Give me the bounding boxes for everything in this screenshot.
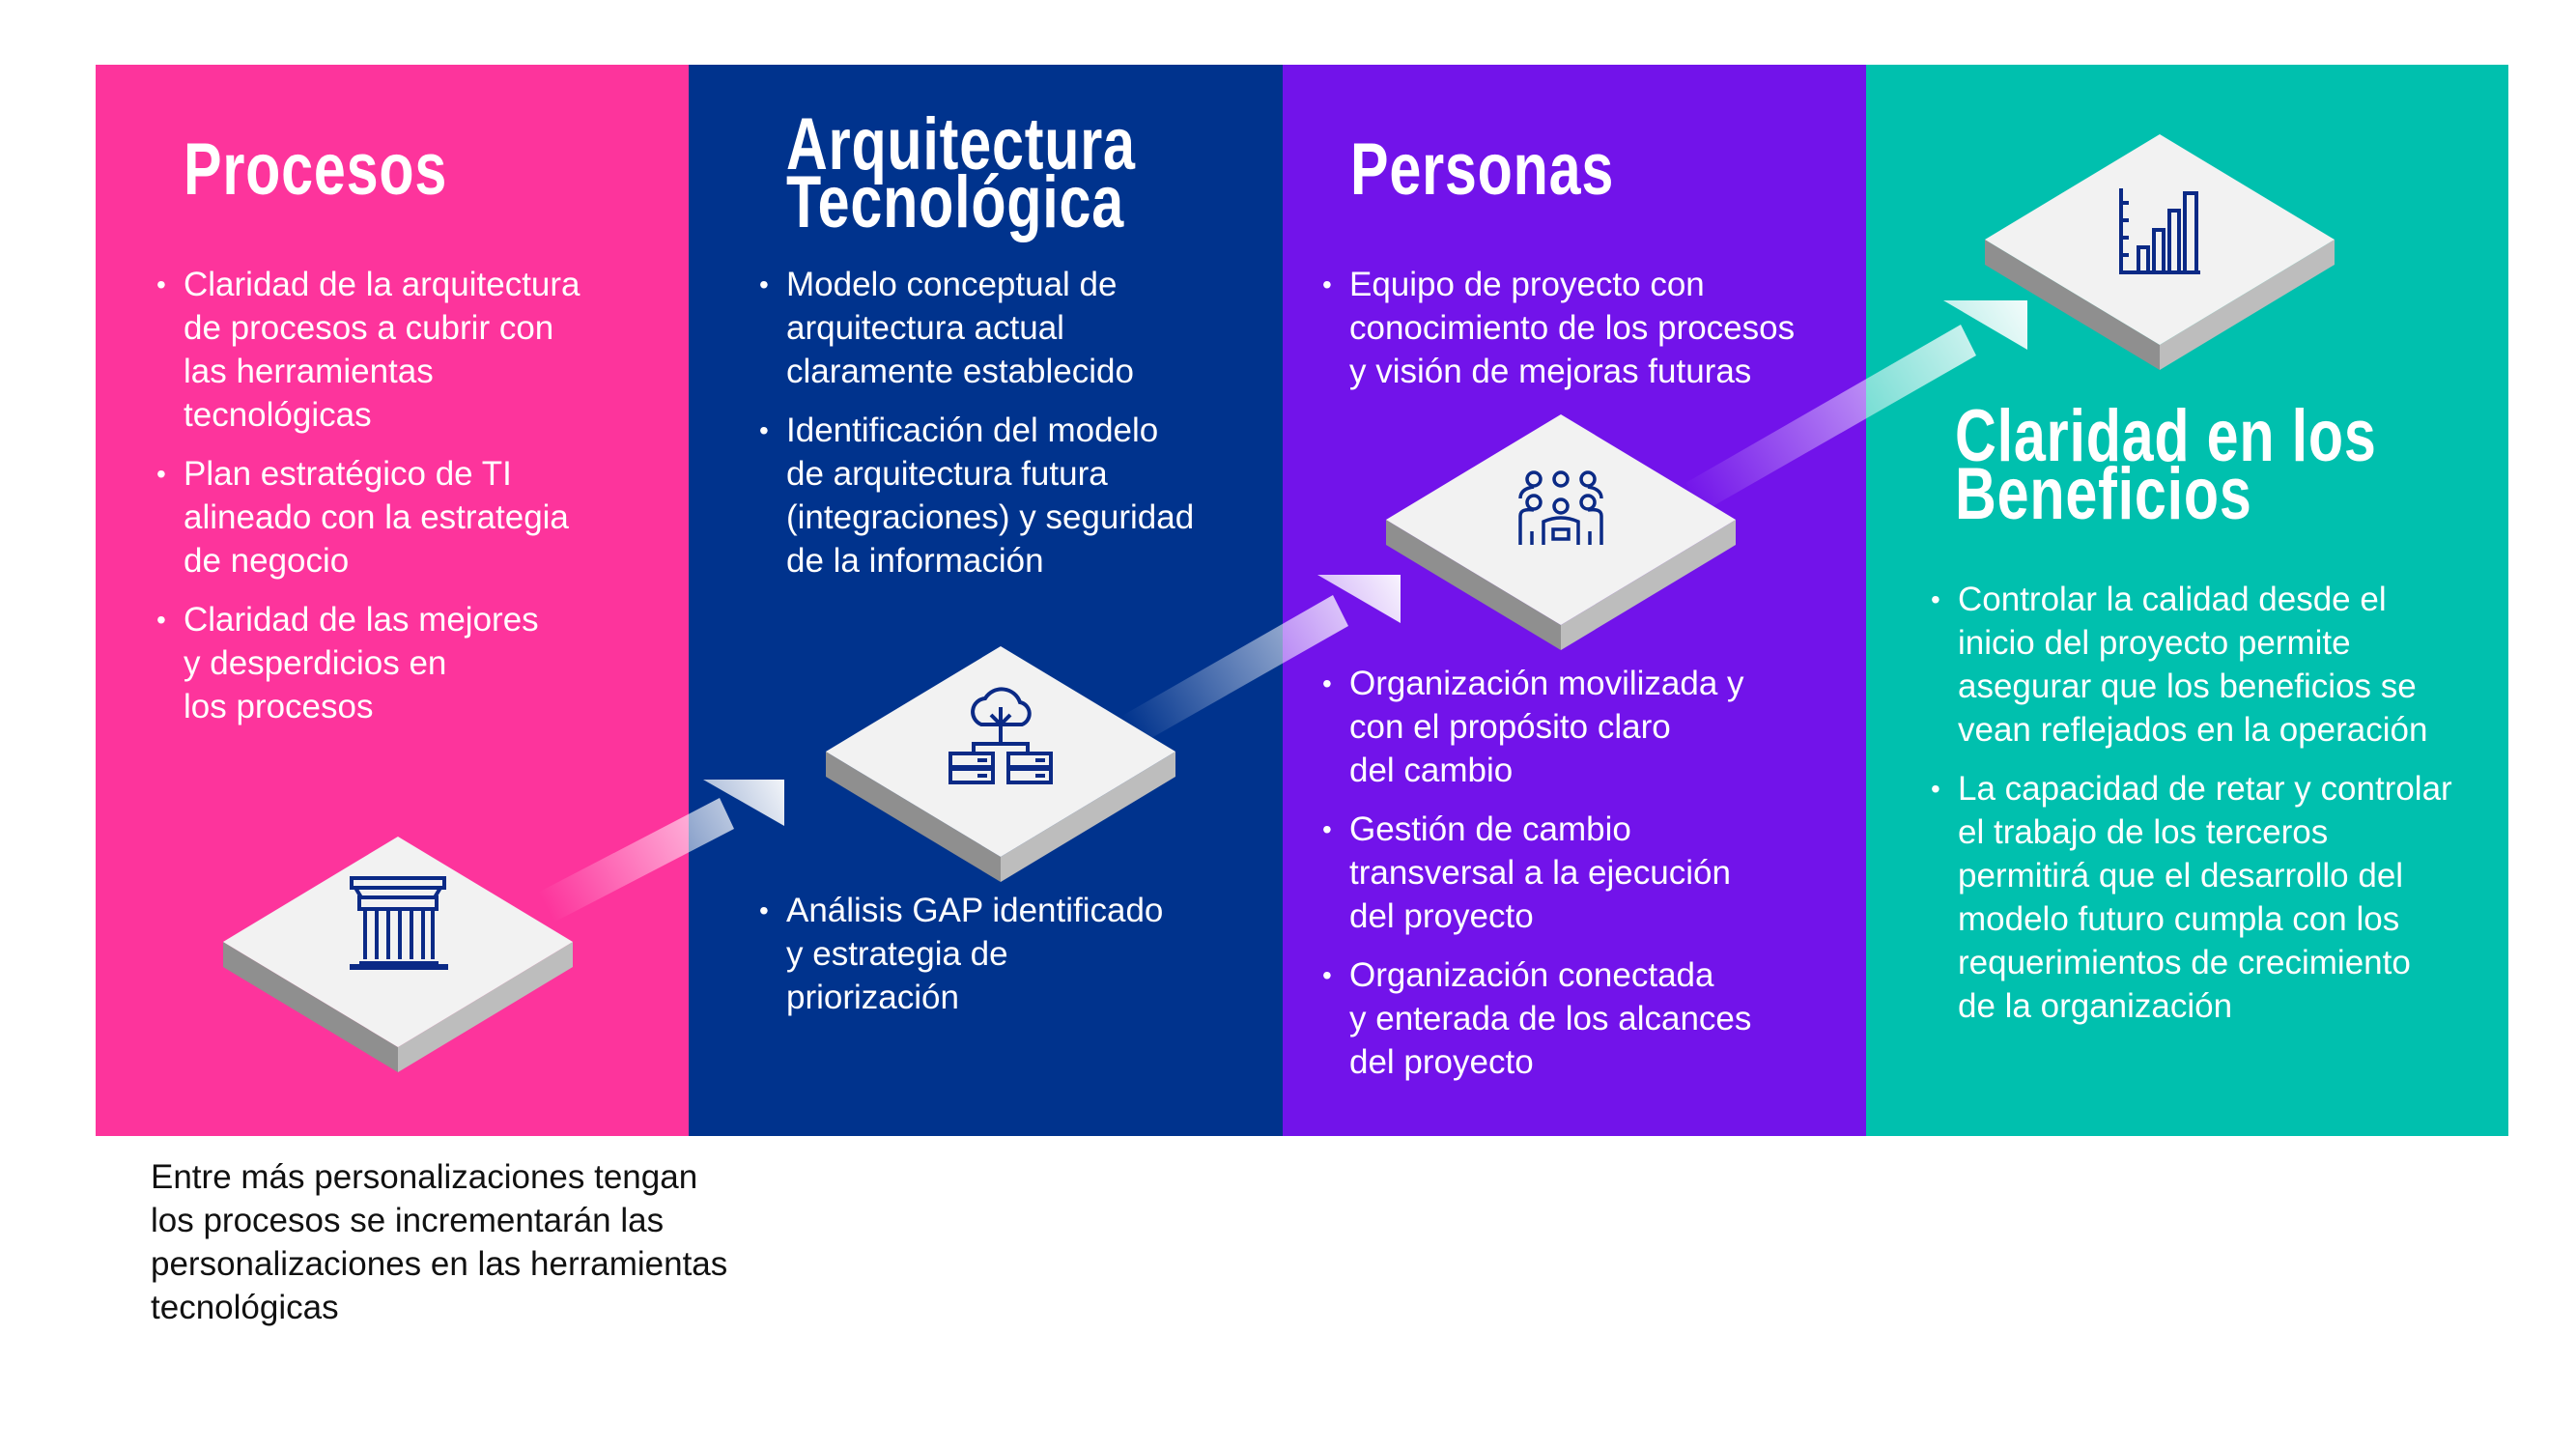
footnote-line: los procesos se incrementarán las (151, 1202, 665, 1239)
bullet-item: Claridad de la arquitectura de procesos a… (156, 263, 666, 437)
title-procesos: Procesos (184, 128, 448, 211)
personas-bullets: Equipo de proyecto con conocimiento de lo… (1322, 263, 1852, 409)
footnote-line: personalizaciones en las herramientas (151, 1245, 728, 1283)
bullet-item: Claridad de las mejores y desperdicios en… (156, 598, 666, 728)
bullet-line: claramente establecido (786, 353, 1134, 390)
bullet-line: tecnológicas (184, 396, 372, 434)
bullet-item: Organización conectada y enterada de los … (1322, 953, 1852, 1084)
bullet-line: Equipo de proyecto con (1349, 266, 1705, 303)
bullet-line: de negocio (184, 542, 350, 580)
bullet-line: Controlar la calidad desde el (1958, 581, 2387, 618)
bullet-line: del proyecto (1349, 1043, 1534, 1081)
bullet-line: Organización movilizada y (1349, 665, 1744, 702)
bullet-line: de arquitectura futura (786, 455, 1108, 493)
bullet-line: Análisis GAP identificado (786, 892, 1164, 929)
bullet-item: Gestión de cambio transversal a la ejecuc… (1322, 808, 1852, 938)
bullet-item: Análisis GAP identificado y estrategia de… (759, 889, 1269, 1019)
footnote: Entre más personalizaciones tengan los pr… (151, 1155, 807, 1329)
team-icon (1518, 470, 1603, 545)
arquitectura-bullets-lower: Análisis GAP identificado y estrategia de… (759, 889, 1269, 1035)
bullet-line: inicio del proyecto permite (1958, 624, 2351, 662)
bullet-line: permitirá que el desarrollo del (1958, 857, 2404, 895)
personas-bullets-lower: Organización movilizada y con el propósit… (1322, 662, 1852, 1099)
title-beneficios-1: Claridad en los (1955, 395, 2377, 477)
tile-beneficios (1985, 134, 2335, 370)
tile-procesos (223, 837, 573, 1072)
bullet-line: el trabajo de los terceros (1958, 813, 2329, 851)
title-personas: Personas (1350, 128, 1615, 211)
bullet-item: Modelo conceptual de arquitectura actual c… (759, 263, 1269, 393)
bullet-line: asegurar que los beneficios se (1958, 668, 2417, 705)
bullet-line: arquitectura actual (786, 309, 1064, 347)
bullet-line: y visión de mejoras futuras (1349, 353, 1752, 390)
bullet-line: y enterada de los alcances (1349, 1000, 1752, 1037)
cloud-servers-icon (948, 687, 1053, 784)
bullet-line: con el propósito claro (1349, 708, 1671, 746)
bullet-line: y desperdicios en (184, 644, 447, 682)
bullet-item: Equipo de proyecto con conocimiento de lo… (1322, 263, 1852, 393)
bullet-item: Identificación del modelo de arquitectura… (759, 409, 1269, 582)
bullet-line: priorización (786, 979, 959, 1016)
bullet-line: y estrategia de (786, 935, 1008, 973)
bullet-item: Plan estratégico de TI alineado con la es… (156, 452, 666, 582)
bullet-line: conocimiento de los procesos (1349, 309, 1796, 347)
bullet-line: del cambio (1349, 752, 1514, 789)
bullet-line: transversal a la ejecución (1349, 854, 1731, 892)
tile-arquitectura (826, 646, 1175, 882)
bullet-line: Plan estratégico de TI (184, 455, 512, 493)
bullet-line: Claridad de la arquitectura (184, 266, 580, 303)
arquitectura-bullets: Modelo conceptual de arquitectura actual c… (759, 263, 1269, 598)
bullet-item: La capacidad de retar y controlar el trab… (1931, 767, 2499, 1028)
bullet-item: Organización movilizada y con el propósit… (1322, 662, 1852, 792)
procesos-bullets: Claridad de la arquitectura de procesos a… (156, 263, 666, 744)
bullet-line: (integraciones) y seguridad (786, 498, 1195, 536)
bullet-line: las herramientas (184, 353, 434, 390)
arrow-3 (1685, 300, 2027, 512)
footnote-line: Entre más personalizaciones tengan (151, 1158, 698, 1196)
bullet-line: de la organización (1958, 987, 2233, 1025)
bar-chart-icon (2119, 188, 2200, 274)
bullet-line: Claridad de las mejores (184, 601, 539, 639)
title-arquitectura-2: Tecnológica (786, 161, 1125, 243)
bullet-item: Controlar la calidad desde el inicio del … (1931, 578, 2499, 752)
footnote-line: tecnológicas (151, 1289, 339, 1326)
bullet-line: requerimientos de crecimiento (1958, 944, 2411, 981)
building-columns-icon (350, 876, 448, 970)
bullet-line: alineado con la estrategia (184, 498, 569, 536)
tile-personas (1386, 414, 1736, 650)
bullet-line: Organización conectada (1349, 956, 1714, 994)
bullet-line: Gestión de cambio (1349, 810, 1631, 848)
beneficios-bullets: Controlar la calidad desde el inicio del … (1931, 578, 2499, 1043)
bullet-line: vean reflejados en la operación (1958, 711, 2428, 749)
bullet-line: Modelo conceptual de (786, 266, 1118, 303)
arrow-1 (536, 780, 784, 923)
arrow-2 (1120, 575, 1401, 746)
bullet-line: de procesos a cubrir con (184, 309, 554, 347)
bullet-line: los procesos (184, 688, 374, 725)
title-arquitectura-1: Arquitectura (786, 103, 1136, 185)
title-beneficios-2: Beneficios (1955, 453, 2252, 535)
bullet-line: del proyecto (1349, 897, 1534, 935)
bullet-line: La capacidad de retar y controlar (1958, 770, 2452, 808)
bullet-line: de la información (786, 542, 1044, 580)
bullet-line: modelo futuro cumpla con los (1958, 900, 2400, 938)
bullet-line: Identificación del modelo (786, 412, 1159, 449)
